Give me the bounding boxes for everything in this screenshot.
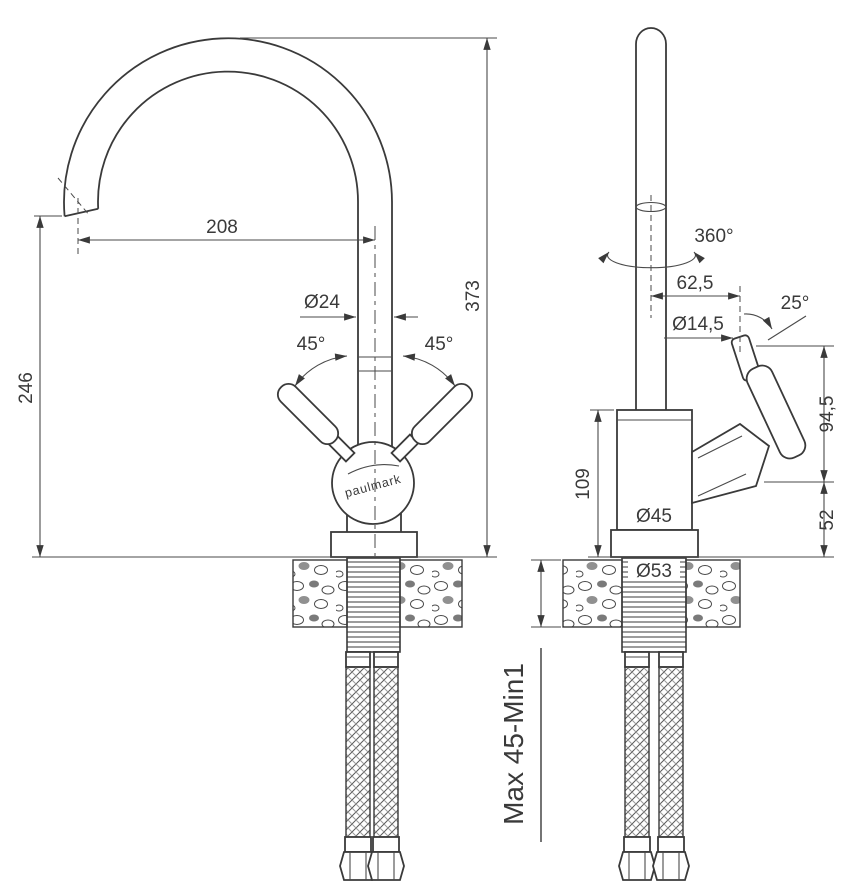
dim-base-diameter: Ø53 — [628, 561, 680, 582]
hex-fitting — [618, 851, 656, 881]
countertop-section — [562, 559, 741, 628]
gooseneck-spout — [57, 37, 393, 218]
dim-spout-diameter: Ø24 — [300, 292, 418, 321]
handle-diameter-label: Ø14,5 — [672, 314, 724, 335]
swivel-plane-ellipse — [635, 201, 667, 213]
dim-body-diameter: Ø45 — [631, 506, 678, 527]
dim-spout-reach: 208 — [78, 217, 375, 244]
outlet-height-label: 246 — [16, 372, 37, 404]
handle-length-label: 94,5 — [817, 396, 838, 433]
right-handle-angle-label: 45° — [425, 334, 454, 355]
spout-diameter-label: Ø24 — [304, 292, 340, 313]
handle-grip-right — [410, 382, 474, 446]
countertop-section — [292, 559, 463, 628]
base-section-label: 52 — [817, 509, 838, 530]
swivel-angle-label: 360° — [694, 226, 733, 247]
spout-cut-dashed-line — [57, 177, 91, 217]
body-height-label: 109 — [573, 468, 594, 500]
dim-handle-tilt: 25° — [743, 293, 810, 341]
body-diameter-label: Ø45 — [636, 506, 672, 527]
dim-outlet-height: 246 — [16, 216, 44, 557]
logo-swoosh — [347, 464, 400, 475]
hex-fitting — [367, 851, 405, 881]
handle-tilt-label: 25° — [781, 293, 810, 314]
dim-handle-angles: 45° 45° — [294, 334, 456, 387]
supply-hoses — [618, 651, 690, 881]
total-height-label: 373 — [463, 280, 484, 312]
dim-body-height: 109 — [573, 409, 614, 557]
threaded-shank — [346, 557, 401, 653]
base-diameter-label: Ø53 — [636, 561, 672, 582]
dim-swivel: 360° — [598, 226, 734, 269]
front-view: paulmark 208 246 373 — [16, 37, 497, 881]
spout-reach-label: 208 — [206, 217, 238, 238]
dim-base-section: 52 — [817, 482, 838, 557]
cross-handles: paulmark — [276, 382, 474, 525]
dim-mounting-thickness: Max 45-Min1 — [498, 559, 561, 842]
hex-fitting — [652, 851, 690, 881]
base-flange — [610, 529, 699, 558]
left-handle-angle-label: 45° — [297, 334, 326, 355]
dim-total-height: 373 — [463, 38, 491, 557]
supply-hoses — [339, 651, 405, 881]
dim-handle-offset: 62,5 — [651, 273, 740, 300]
side-view: 360° 62,5 25° Ø14,5 94,5 52 — [498, 27, 838, 881]
handle-offset-label: 62,5 — [677, 273, 714, 294]
lever-grip — [745, 364, 807, 460]
faucet-column — [635, 27, 667, 410]
mounting-thickness-label: Max 45-Min1 — [498, 663, 529, 825]
lever-joint — [691, 422, 771, 505]
handle-grip-left — [276, 382, 340, 446]
dim-handle-diameter: Ø14,5 — [664, 314, 733, 342]
body-sphere — [331, 441, 415, 525]
